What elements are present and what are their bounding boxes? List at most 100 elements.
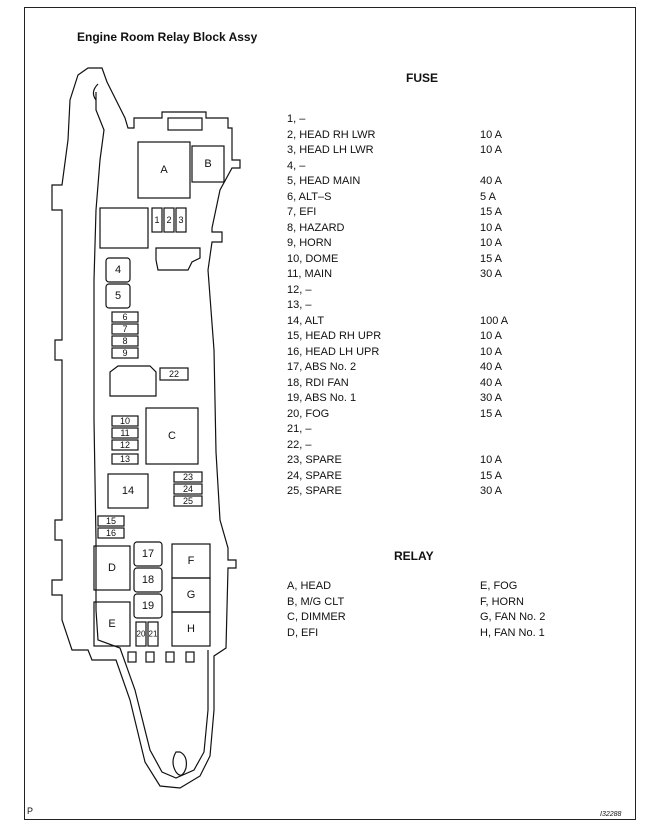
fuse-row: 3, HEAD LH LWR 10 A xyxy=(287,143,527,159)
relay-entry: D, EFI xyxy=(287,626,319,639)
fuse-13 xyxy=(111,453,139,465)
fuse-amperage: 10 A xyxy=(480,128,503,141)
fuse-row: 13, – xyxy=(287,298,527,314)
relay-row: C, DIMMER G, FAN No. 2 xyxy=(287,610,577,626)
fuse-23 xyxy=(173,471,203,483)
fuse-4 xyxy=(105,257,131,283)
fuse-11 xyxy=(111,427,139,439)
figure-code: I32288 xyxy=(600,811,622,818)
fuse-heading: FUSE xyxy=(406,71,439,85)
fuse-21 xyxy=(147,621,159,647)
fuse-1 xyxy=(151,207,163,233)
bottom-tab-1 xyxy=(127,651,137,663)
fuse-amperage: 10 A xyxy=(480,144,503,156)
label-G: G xyxy=(187,589,196,601)
relay-B xyxy=(191,145,225,183)
corner-letter: P xyxy=(27,806,34,816)
label-fuse-3: 3 xyxy=(178,215,183,225)
fuse-14 xyxy=(107,473,149,509)
fuse-name: 19, ABS No. 1 xyxy=(287,392,357,404)
fuse-row: 21, – xyxy=(287,422,527,438)
fuse-9 xyxy=(111,347,139,359)
fuse-amperage: 10 A xyxy=(480,345,503,358)
relay-row: D, EFI H, FAN No. 1 xyxy=(287,626,577,642)
label-fuse-18: 18 xyxy=(142,574,154,586)
label-D: D xyxy=(108,562,116,574)
label-fuse-21: 21 xyxy=(149,630,158,639)
label-fuse-8: 8 xyxy=(122,336,127,346)
top-connector xyxy=(167,117,203,131)
relay-A xyxy=(137,141,191,199)
label-fuse-10: 10 xyxy=(120,416,130,426)
top-clip xyxy=(92,83,99,101)
label-fuse-25: 25 xyxy=(183,496,193,506)
fuse-16 xyxy=(97,527,125,539)
label-fuse-16: 16 xyxy=(106,528,116,538)
label-fuse-9: 9 xyxy=(122,348,127,358)
label-fuse-14: 14 xyxy=(122,485,134,497)
mount-hole xyxy=(172,751,187,776)
label-A: A xyxy=(160,164,168,176)
fuse-17 xyxy=(133,541,163,567)
fuse-name: 14, ALT xyxy=(287,314,325,327)
fuse-12 xyxy=(111,439,139,451)
fuse-name: 21, – xyxy=(287,423,312,435)
fuse-amperage: 40 A xyxy=(480,376,503,389)
relay-entry: H, FAN No. 1 xyxy=(480,626,545,639)
fuse-8 xyxy=(111,335,139,347)
fuse-name: 3, HEAD LH LWR xyxy=(287,144,374,156)
fuse-24 xyxy=(173,483,203,495)
relay-D xyxy=(93,545,131,591)
fuse-10 xyxy=(111,415,139,427)
fuse-name: 6, ALT–S xyxy=(287,190,332,203)
fuse-amperage: 40 A xyxy=(480,361,503,373)
fuse-row: 15, HEAD RH UPR 10 A xyxy=(287,329,527,345)
fuse-name: 20, FOG xyxy=(287,407,330,420)
fuse-name: 12, – xyxy=(287,283,312,296)
fuse-amperage: 30 A xyxy=(480,268,503,280)
fuse-name: 5, HEAD MAIN xyxy=(287,175,361,187)
fuse-amperage: 10 A xyxy=(480,330,503,342)
fuse-name: 25, SPARE xyxy=(287,485,342,497)
label-B: B xyxy=(204,158,211,170)
fuse-3 xyxy=(175,207,187,233)
fuse-7 xyxy=(111,323,139,335)
label-F: F xyxy=(188,555,195,567)
relay-entry: G, FAN No. 2 xyxy=(480,611,546,623)
label-fuse-22: 22 xyxy=(169,369,179,379)
label-fuse-7: 7 xyxy=(122,324,127,334)
relay-entry: C, DIMMER xyxy=(287,611,346,623)
page-title: Engine Room Relay Block Assy xyxy=(77,30,258,44)
fuse-name: 2, HEAD RH LWR xyxy=(287,128,376,141)
bottom-tab-4 xyxy=(185,651,195,663)
fuse-name: 17, ABS No. 2 xyxy=(287,361,357,373)
fuse-amperage: 15 A xyxy=(480,206,503,218)
fuse-20 xyxy=(135,621,147,647)
relay-entry: F, HORN xyxy=(480,595,524,608)
label-fuse-19: 19 xyxy=(142,600,154,612)
fuse-amperage: 15 A xyxy=(480,469,503,482)
page-frame xyxy=(24,7,636,820)
fuse-name: 15, HEAD RH UPR xyxy=(287,330,382,342)
fuse-22 xyxy=(159,367,189,381)
relay-entry: E, FOG xyxy=(480,580,518,592)
fuse-name: 8, HAZARD xyxy=(287,221,345,234)
fuse-name: 1, – xyxy=(287,113,306,125)
label-fuse-20: 20 xyxy=(137,630,146,639)
